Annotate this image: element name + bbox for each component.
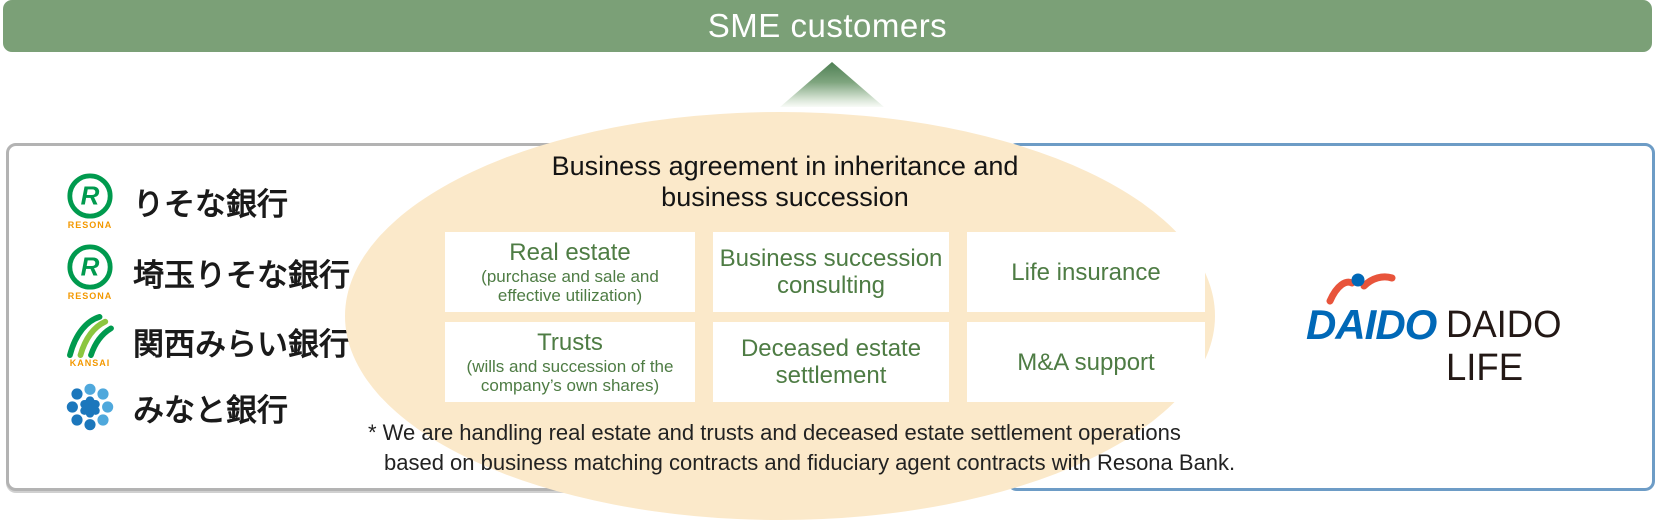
resona-logo: R RESONA	[61, 243, 119, 301]
service-box-life-insurance: Life insurance	[967, 232, 1205, 312]
resona-circle-icon: R	[67, 173, 113, 219]
resona-sublabel: RESONA	[67, 220, 113, 230]
footnote: * We are handling real estate and trusts…	[368, 418, 1235, 478]
resona-sublabel: RESONA	[67, 291, 113, 301]
minato-logo	[61, 381, 119, 433]
banks-list: R RESONA りそな銀行 R RESONA 埼玉りそな銀行	[61, 172, 350, 433]
service-box-deceased-estate-settlement: Deceased estate settlement	[713, 322, 949, 402]
agreement-title: Business agreement in inheritance and bu…	[395, 151, 1175, 213]
footnote-line2: based on business matching contracts and…	[384, 450, 1236, 475]
bank-name: 埼玉りそな銀行	[133, 257, 350, 293]
bank-row-saitama-resona: R RESONA 埼玉りそな銀行	[61, 243, 350, 301]
minato-flower-icon	[66, 383, 114, 431]
sme-customers-bar: SME customers	[3, 0, 1652, 52]
bank-row-kansai-mirai: KANSAI 関西みらい銀行	[61, 314, 350, 368]
footnote-line1: * We are handling real estate and trusts…	[368, 420, 1181, 445]
agreement-title-line2: business succession	[661, 182, 909, 212]
svg-text:R: R	[81, 254, 100, 282]
sme-customers-label: SME customers	[707, 7, 948, 44]
resona-circle-icon: R	[67, 244, 113, 290]
daido-life-wordmark: DAIDO LIFE	[1446, 304, 1562, 389]
bank-name: みなと銀行	[133, 392, 288, 428]
service-box-real-estate: Real estate (purchase and sale and effec…	[445, 232, 695, 312]
bank-row-resona: R RESONA りそな銀行	[61, 172, 350, 230]
kansai-mirai-logo: KANSAI	[61, 314, 119, 368]
kansai-sublabel: KANSAI	[69, 358, 111, 368]
agreement-title-line1: Business agreement in inheritance and	[551, 151, 1019, 181]
services-grid: Real estate (purchase and sale and effec…	[445, 232, 1205, 402]
kansai-arcs-icon	[67, 314, 114, 358]
svg-text:R: R	[81, 183, 100, 211]
bank-row-minato: みなと銀行	[61, 381, 350, 433]
service-box-trusts: Trusts (wills and succession of the comp…	[445, 322, 695, 402]
bank-name: 関西みらい銀行	[133, 326, 350, 362]
daido-jumping-person-icon	[1326, 273, 1396, 305]
resona-logo: R RESONA	[61, 172, 119, 230]
daido-life-logo: DAIDO DAIDO LIFE	[1306, 273, 1651, 389]
bank-name: りそな銀行	[133, 186, 288, 222]
service-box-ma-support: M&A support	[967, 322, 1205, 402]
daido-wordmark: DAIDO	[1306, 301, 1437, 348]
service-box-business-succession-consulting: Business succession consulting	[713, 232, 949, 312]
agreement-ellipse	[345, 112, 1215, 520]
